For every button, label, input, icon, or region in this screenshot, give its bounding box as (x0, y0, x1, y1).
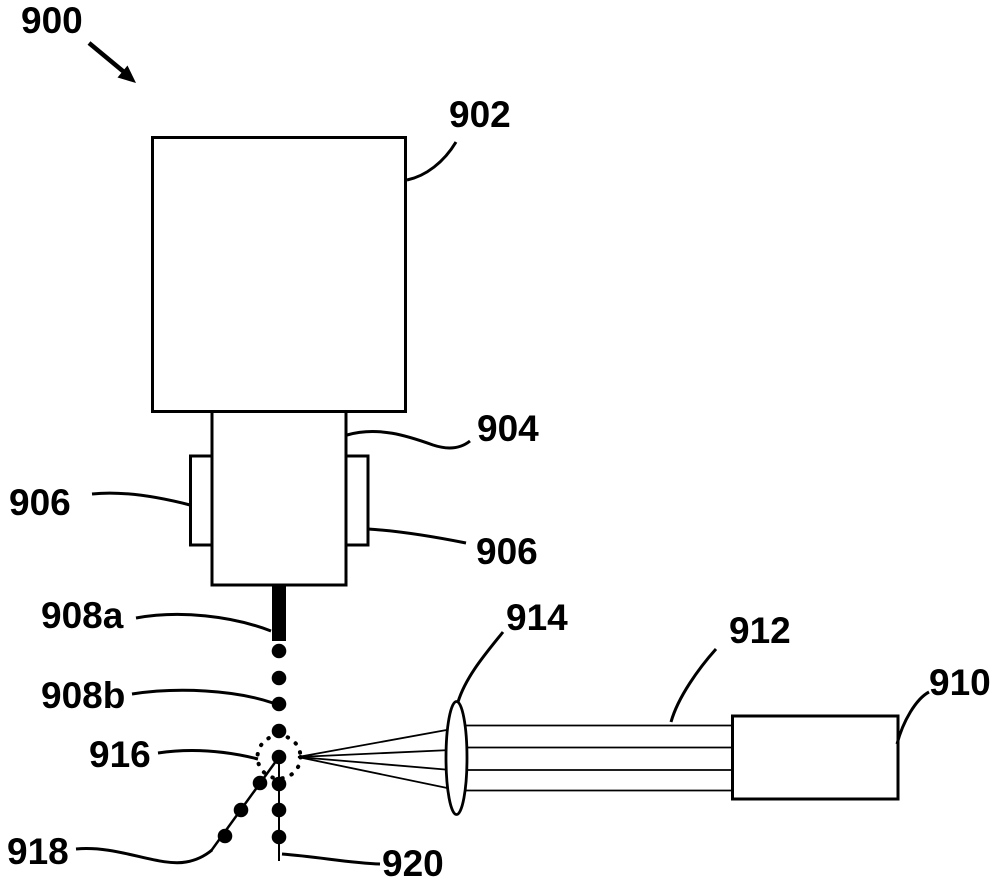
leader-902 (406, 141, 458, 182)
label-910: 910 (929, 662, 991, 703)
leader-910 (895, 690, 930, 745)
droplet (217, 828, 233, 844)
arrow-shaft (87, 41, 126, 74)
droplet (271, 723, 287, 739)
leader-lines (75, 141, 930, 866)
leader-916 (157, 749, 259, 761)
label-906-left: 906 (9, 482, 71, 523)
box-910-laser (731, 714, 900, 801)
arrow-900 (87, 41, 136, 83)
label-900: 900 (21, 0, 83, 41)
label-916: 916 (89, 734, 151, 775)
box-904-nozzle-body (210, 410, 348, 587)
droplet (271, 829, 287, 845)
label-906-right: 906 (476, 531, 538, 572)
droplet (252, 775, 268, 791)
leader-906-right (367, 527, 467, 545)
ray-1 (297, 728, 453, 758)
droplet (233, 802, 249, 818)
leader-908b (131, 688, 274, 705)
label-918: 918 (7, 831, 69, 872)
droplet (271, 643, 287, 659)
droplet (271, 802, 287, 818)
label-912: 912 (729, 610, 791, 651)
droplet-path-918 (217, 775, 268, 844)
leader-918 (75, 847, 213, 865)
label-908b: 908b (41, 675, 125, 716)
box-902-reservoir (151, 136, 407, 413)
droplet-stream-908b (271, 643, 287, 765)
label-920: 920 (382, 843, 444, 884)
mount-906-left (189, 454, 214, 547)
leader-908a (135, 612, 272, 633)
arrowhead-icon (117, 65, 136, 83)
lens-914 (444, 700, 469, 816)
label-914: 914 (506, 597, 568, 638)
label-904: 904 (477, 408, 539, 449)
droplet-in-focus (271, 749, 287, 765)
droplet-path-920 (271, 776, 287, 845)
leader-912 (669, 647, 718, 723)
beam-912-lines (456, 724, 733, 792)
leader-904 (346, 429, 471, 450)
label-902: 902 (449, 94, 511, 135)
mount-906-right (344, 454, 370, 547)
focused-rays (297, 728, 453, 790)
droplet (271, 670, 287, 686)
leader-914 (456, 631, 505, 703)
ray-2 (297, 749, 452, 758)
leader-906-left (91, 491, 191, 507)
ray-3 (297, 756, 452, 771)
droplet (271, 696, 287, 712)
ray-4 (297, 756, 453, 790)
droplet (271, 776, 287, 792)
label-908a: 908a (41, 595, 124, 636)
leader-920 (281, 852, 381, 866)
